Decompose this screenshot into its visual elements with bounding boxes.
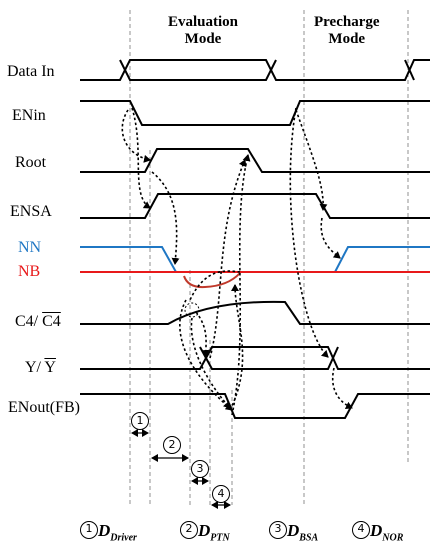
label-c4-bar: C4 bbox=[42, 313, 61, 330]
arrow-enout-nb bbox=[229, 284, 244, 411]
delay-marker-1-text: 1 bbox=[136, 414, 144, 427]
label-ensa: ENSA bbox=[10, 203, 52, 220]
footer-3-num: 3 bbox=[274, 522, 282, 535]
delay-marker-2: 2 bbox=[163, 436, 181, 454]
c4-wave bbox=[80, 300, 430, 325]
footer-1-sub: Driver bbox=[110, 532, 137, 544]
label-en-out: ENout(FB) bbox=[8, 399, 80, 416]
arrow-c4-enout bbox=[190, 317, 231, 409]
data-in-wave-high bbox=[119, 59, 277, 81]
footer-4-main: D bbox=[370, 521, 383, 540]
delay-marker-2-text: 2 bbox=[168, 438, 176, 451]
arrow-y-enout bbox=[331, 367, 353, 410]
delay-arrows bbox=[131, 429, 231, 509]
ensa-wave bbox=[80, 193, 430, 219]
en-out-wave bbox=[80, 393, 430, 419]
arrow-enin-ensa-fall bbox=[295, 109, 328, 211]
label-data-in: Data In bbox=[7, 63, 55, 80]
delay-marker-3: 3 bbox=[191, 460, 209, 478]
causal-arrows bbox=[121, 107, 353, 416]
delay-marker-3-text: 3 bbox=[196, 462, 204, 475]
data-in-wave-tail bbox=[404, 59, 415, 81]
label-c4-text: C4/ bbox=[15, 313, 39, 330]
footer-4-num: 4 bbox=[357, 522, 365, 535]
footer-3-sub: BSA bbox=[299, 532, 319, 544]
en-in-wave bbox=[80, 100, 430, 126]
arrow-enin-root bbox=[121, 109, 151, 163]
c4-marker-circle bbox=[184, 302, 200, 318]
y-wave-a bbox=[80, 346, 430, 370]
footer-1-main: D bbox=[98, 521, 111, 540]
label-root: Root bbox=[15, 154, 47, 171]
arrow-root-nn bbox=[151, 171, 180, 265]
arrow-enin-ensa bbox=[131, 107, 151, 209]
label-y-bar: Y bbox=[44, 359, 56, 376]
waveforms bbox=[80, 59, 430, 419]
label-y: Y/ Y bbox=[25, 360, 56, 376]
evaluation-mode-text: Evaluation Mode bbox=[168, 14, 239, 48]
time-reference-lines bbox=[129, 10, 409, 505]
arrow-enin-y bbox=[289, 107, 329, 358]
precharge-mode-header: Precharge Mode bbox=[314, 14, 380, 49]
footer-2-main: D bbox=[198, 521, 211, 540]
arrow-nbdip-enout bbox=[179, 299, 233, 411]
footer-4-sub: NOR bbox=[382, 532, 404, 544]
label-nn: NN bbox=[18, 239, 42, 256]
footer-1-num: 1 bbox=[85, 522, 93, 535]
nb-dip bbox=[183, 272, 241, 289]
nn-wave bbox=[80, 246, 430, 273]
footer-2-num: 2 bbox=[185, 522, 193, 535]
delay-marker-1: 1 bbox=[131, 412, 149, 430]
arrow-c4-y bbox=[195, 311, 210, 357]
arrow-y-root bbox=[209, 159, 247, 359]
arrow-ensa-nn bbox=[320, 217, 341, 259]
arrow-nb-c4 bbox=[189, 270, 241, 301]
arrow-enout-root bbox=[231, 154, 251, 416]
label-nb: NB bbox=[18, 263, 41, 280]
precharge-mode-text: Precharge Mode bbox=[314, 14, 380, 48]
footer-2-sub: PTN bbox=[210, 532, 230, 544]
label-c4: C4/ C4 bbox=[15, 314, 61, 330]
evaluation-mode-header: Evaluation Mode bbox=[168, 14, 238, 49]
delay-marker-4-text: 4 bbox=[217, 487, 225, 500]
y-wave-b bbox=[199, 346, 339, 370]
delay-marker-4: 4 bbox=[212, 485, 230, 503]
label-en-in: ENin bbox=[12, 107, 46, 124]
root-wave bbox=[80, 148, 430, 173]
label-y-text: Y/ bbox=[25, 359, 41, 376]
data-in-wave-low bbox=[80, 59, 430, 81]
footer-3-main: D bbox=[287, 521, 300, 540]
